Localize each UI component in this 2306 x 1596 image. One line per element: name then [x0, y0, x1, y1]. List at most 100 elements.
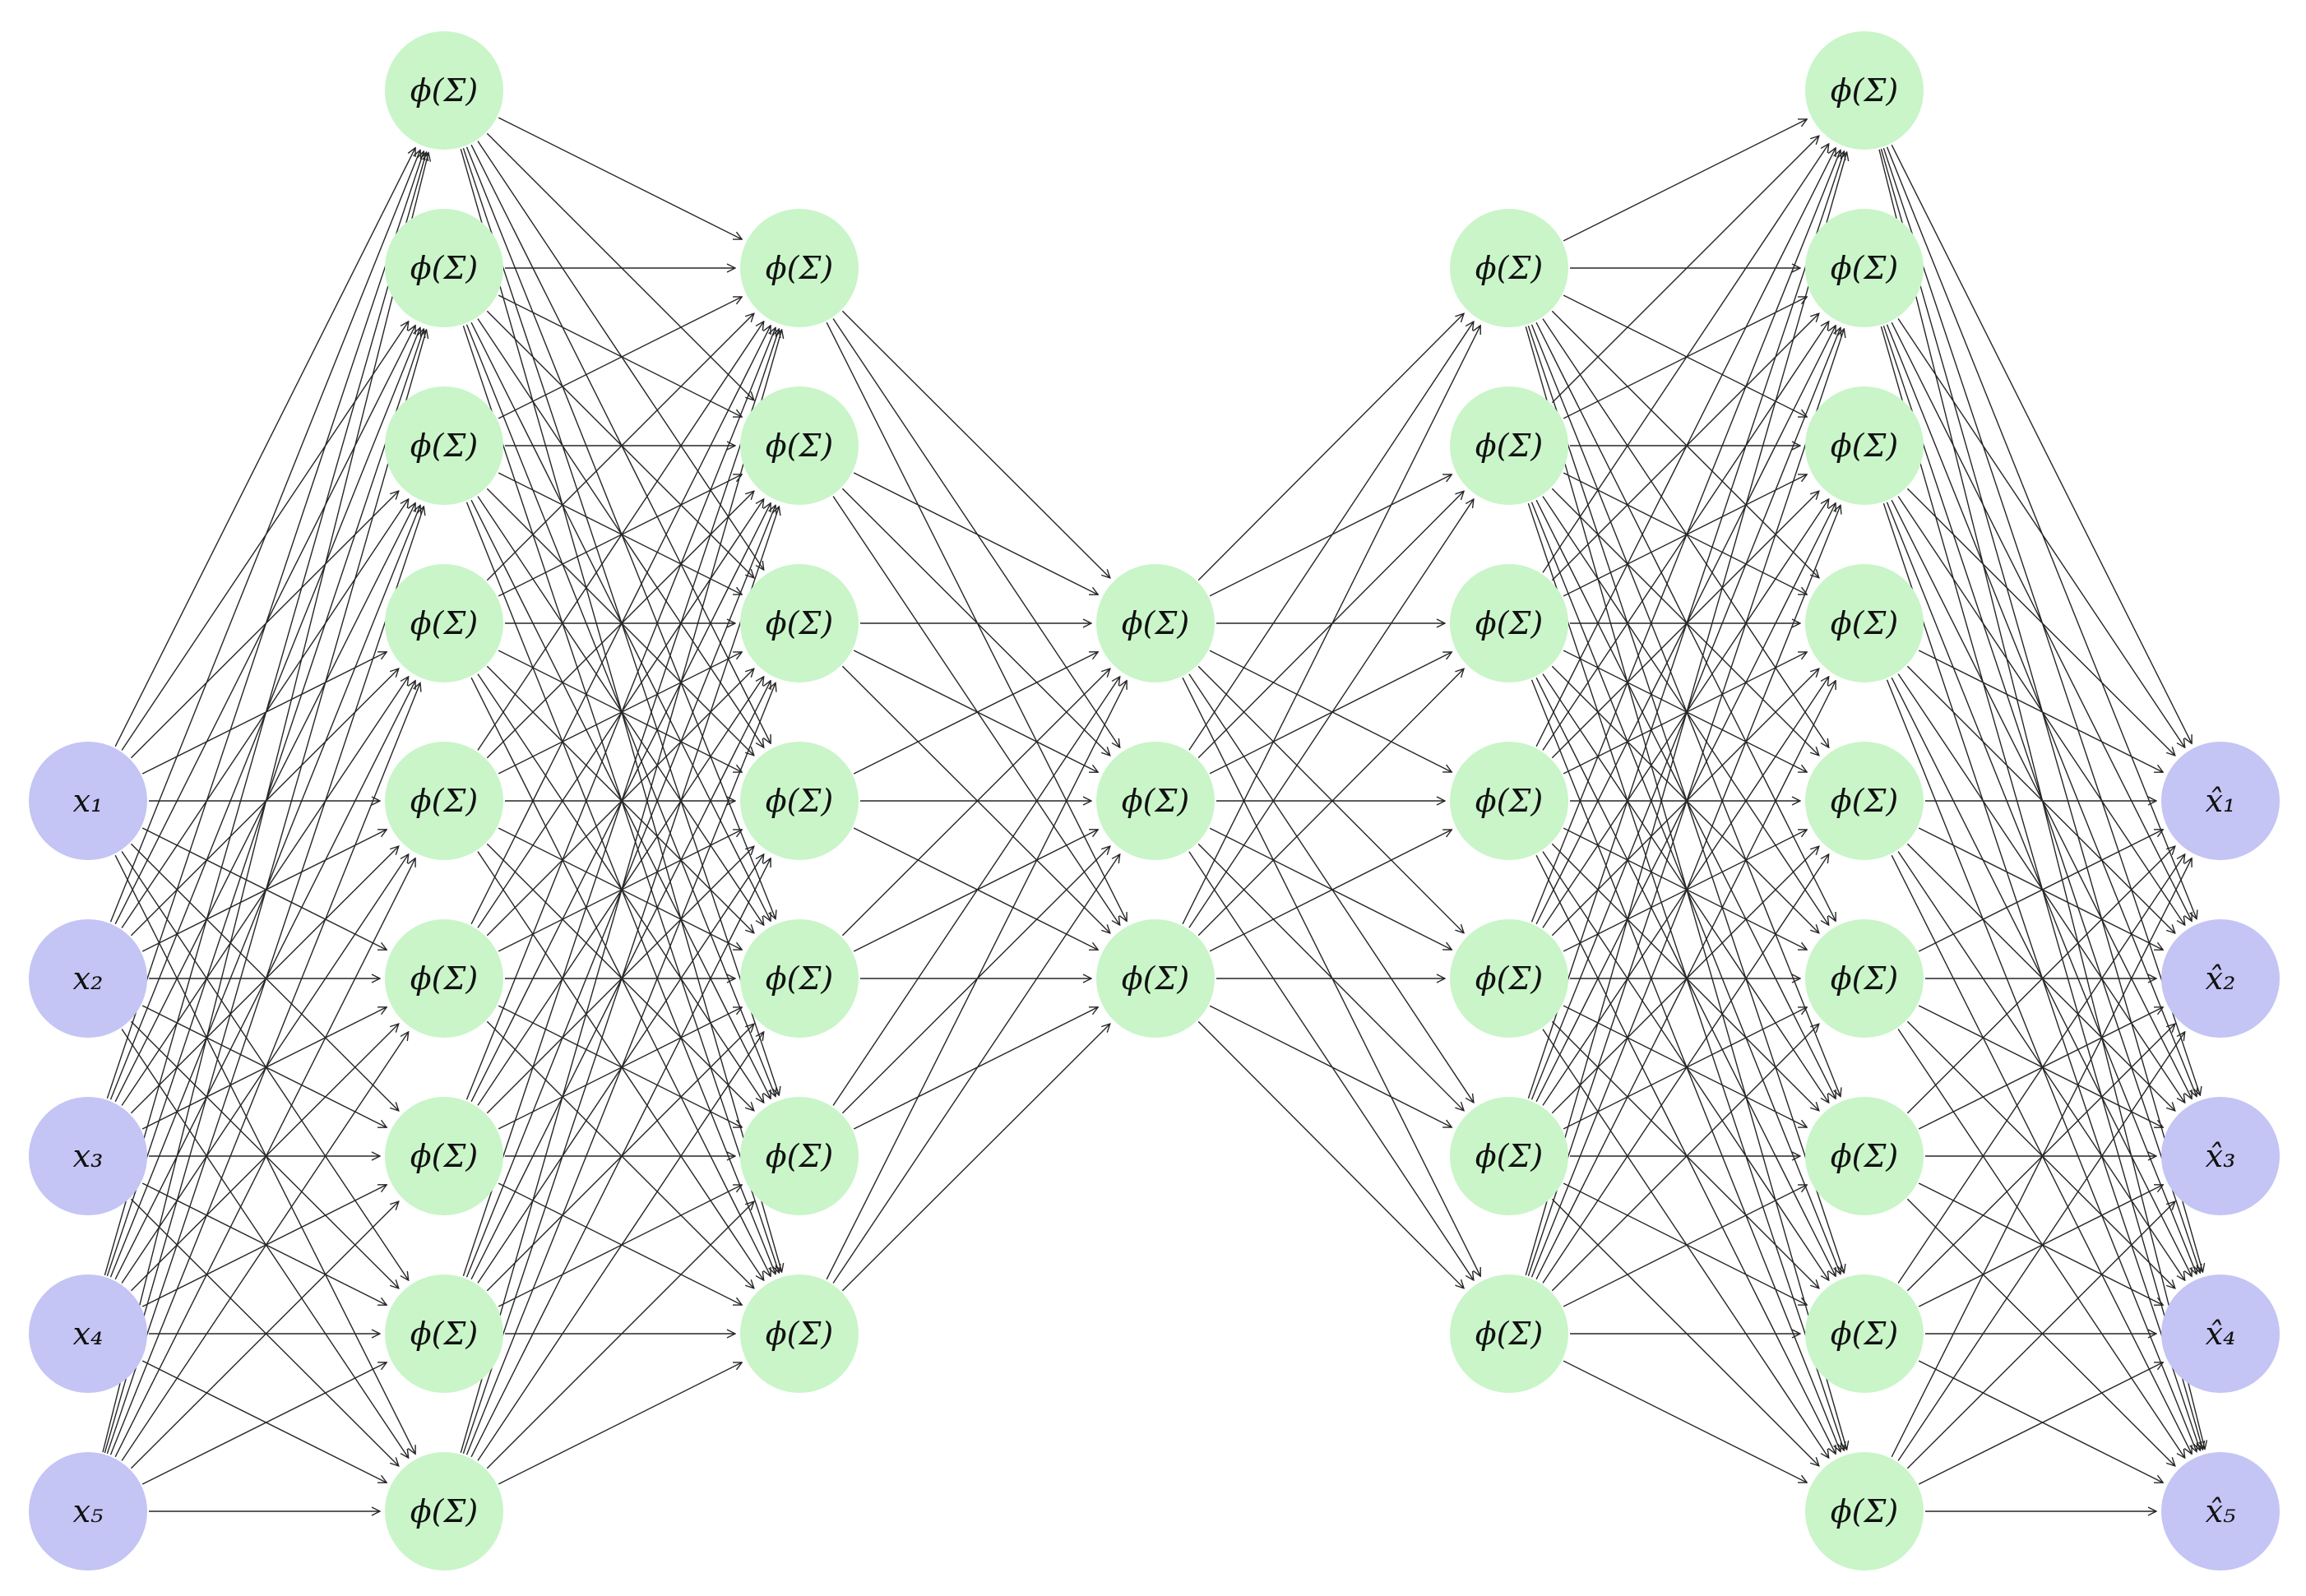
edge-bottleneck-1-to-hidden4-2: [1209, 474, 1452, 597]
neuron-label: ϕ(Σ): [1831, 250, 1898, 286]
edge-hidden1-6-to-hidden2-1: [470, 326, 771, 925]
neuron-label: ϕ(Σ): [1475, 605, 1543, 641]
node-hidden2-5: ϕ(Σ): [740, 919, 859, 1038]
neuron-label: ϕ(Σ): [410, 428, 478, 464]
edge-hidden1-7-to-hidden2-7: [498, 1182, 742, 1305]
edge-hidden2-2-to-bottleneck-2: [841, 488, 1109, 756]
neuron-circle: [1450, 742, 1568, 860]
node-hidden5-1: ϕ(Σ): [1805, 31, 1924, 150]
edge-hidden1-3-to-hidden2-5: [477, 496, 764, 926]
edge-input-5-to-hidden1-4: [109, 682, 421, 1455]
neuron-circle: [1805, 31, 1924, 150]
neuron-circle: [385, 1274, 503, 1393]
node-input-3: x₃: [29, 1097, 147, 1215]
neuron-label: ϕ(Σ): [1831, 72, 1898, 109]
edge-hidden4-7-to-hidden5-6: [1551, 1024, 1819, 1292]
neuron-label: ϕ(Σ): [1831, 428, 1898, 464]
neuron-label: ϕ(Σ): [1475, 250, 1543, 286]
edge-hidden1-9-to-hidden2-6: [486, 1201, 754, 1469]
edge-hidden5-6-to-output-1: [1918, 830, 2163, 952]
edge-input-5-to-hidden1-5: [114, 858, 415, 1458]
edge-hidden4-7-to-hidden5-3: [1530, 505, 1841, 1278]
edge-hidden4-2-to-hidden5-1: [1551, 136, 1819, 404]
edge-hidden5-3-to-output-2: [1897, 496, 2185, 926]
node-output-3: x̂₃: [2161, 1097, 2280, 1215]
edge-hidden1-4-to-hidden2-1: [486, 313, 754, 581]
edge-hidden2-4-to-bottleneck-1: [853, 652, 1098, 775]
neuron-circle: [1450, 919, 1568, 1038]
node-hidden1-3: ϕ(Σ): [385, 386, 503, 505]
node-hidden4-6: ϕ(Σ): [1450, 1097, 1568, 1215]
neuron-circle: [385, 919, 503, 1038]
edge-hidden4-4-to-hidden5-8: [1542, 851, 1829, 1281]
node-hidden4-1: ϕ(Σ): [1450, 209, 1568, 327]
edge-hidden1-8-to-hidden2-1: [462, 329, 779, 1277]
edge-hidden1-9-to-hidden2-1: [460, 330, 781, 1453]
edge-hidden4-5-to-hidden5-9: [1542, 1029, 1829, 1459]
edge-bottleneck-2-to-hidden4-7: [1188, 851, 1474, 1280]
edge-hidden1-3-to-hidden2-1: [498, 297, 742, 419]
neuron-label: ϕ(Σ): [1475, 428, 1543, 464]
edge-hidden2-5-to-bottleneck-1: [841, 668, 1109, 937]
edge-hidden1-6-to-hidden2-7: [486, 1020, 754, 1288]
node-bottleneck-3: ϕ(Σ): [1096, 919, 1215, 1038]
neuron-label: ϕ(Σ): [410, 960, 478, 997]
node-hidden2-7: ϕ(Σ): [740, 1274, 859, 1393]
edge-hidden2-3-to-bottleneck-2: [853, 650, 1098, 772]
edge-hidden1-6-to-hidden2-6: [498, 1005, 742, 1127]
edge-hidden4-6-to-hidden5-8: [1563, 1182, 1807, 1305]
node-hidden4-4: ϕ(Σ): [1450, 742, 1568, 860]
neuron-circle: [385, 209, 503, 327]
neuron-circle: [1805, 564, 1924, 682]
edge-hidden1-5-to-hidden2-1: [477, 322, 764, 751]
node-output-5: x̂₅: [2161, 1452, 2280, 1571]
neuron-circle: [1450, 386, 1568, 505]
edge-hidden4-2-to-hidden5-4: [1563, 472, 1807, 594]
edge-hidden1-9-to-hidden2-7: [498, 1362, 742, 1485]
neuron-label: x̂₅: [2206, 1493, 2236, 1529]
edge-hidden5-6-to-output-3: [1918, 1005, 2163, 1127]
node-hidden2-1: ϕ(Σ): [740, 209, 859, 327]
edge-hidden5-4-to-output-2: [1906, 665, 2174, 933]
edge-hidden2-1-to-bottleneck-2: [832, 318, 1120, 748]
edge-hidden1-6-to-hidden2-4: [498, 830, 742, 952]
neuron-circle: [2161, 1097, 2280, 1215]
node-bottleneck-2: ϕ(Σ): [1096, 742, 1215, 860]
edge-hidden5-1-to-output-1: [1891, 144, 2192, 743]
edge-hidden4-2-to-hidden5-2: [1563, 297, 1807, 419]
neuron-label: ϕ(Σ): [766, 428, 833, 464]
edge-hidden1-1-to-hidden2-2: [486, 132, 754, 400]
edge-hidden1-4-to-hidden2-5: [486, 665, 754, 933]
edge-hidden4-1-to-hidden5-5: [1542, 318, 1829, 748]
edge-hidden1-8-to-hidden2-6: [498, 1185, 742, 1307]
edge-bottleneck-3-to-hidden4-6: [1209, 1005, 1452, 1127]
edge-input-2-to-hidden1-8: [130, 1020, 398, 1288]
edge-input-2-to-hidden1-7: [141, 1005, 387, 1127]
node-hidden5-9: ϕ(Σ): [1805, 1452, 1924, 1571]
edge-hidden5-9-to-output-3: [1906, 1201, 2174, 1469]
edge-hidden4-3-to-hidden5-1: [1542, 144, 1829, 573]
node-input-1: x₁: [29, 742, 147, 860]
edge-hidden4-4-to-hidden5-1: [1535, 148, 1836, 747]
edge-hidden4-3-to-hidden5-5: [1563, 650, 1807, 772]
neuron-label: ϕ(Σ): [1122, 605, 1189, 641]
edge-bottleneck-3-to-hidden4-7: [1197, 1020, 1464, 1288]
edge-hidden5-5-to-output-3: [1906, 843, 2174, 1111]
edge-hidden4-3-to-hidden5-3: [1563, 474, 1807, 597]
node-hidden2-3: ϕ(Σ): [740, 564, 859, 682]
edge-input-4-to-hidden1-9: [141, 1360, 387, 1483]
neuron-circle: [1805, 1452, 1924, 1571]
node-hidden2-4: ϕ(Σ): [740, 742, 859, 860]
edge-input-1-to-hidden1-4: [141, 652, 387, 775]
edge-input-5-to-hidden1-3: [106, 507, 424, 1455]
node-hidden1-4: ϕ(Σ): [385, 564, 503, 682]
edge-hidden4-2-to-hidden5-6: [1542, 496, 1829, 926]
edge-input-3-to-hidden1-1: [106, 151, 424, 1099]
edge-hidden2-6-to-bottleneck-1: [832, 677, 1120, 1106]
edge-hidden1-5-to-hidden2-7: [477, 851, 764, 1281]
edge-hidden4-7-to-hidden5-5: [1542, 854, 1829, 1284]
edge-hidden1-2-to-hidden2-4: [477, 318, 764, 748]
neuron-circle: [29, 1097, 147, 1215]
edge-hidden1-2-to-hidden2-2: [498, 294, 742, 417]
neuron-circle: [1450, 209, 1568, 327]
